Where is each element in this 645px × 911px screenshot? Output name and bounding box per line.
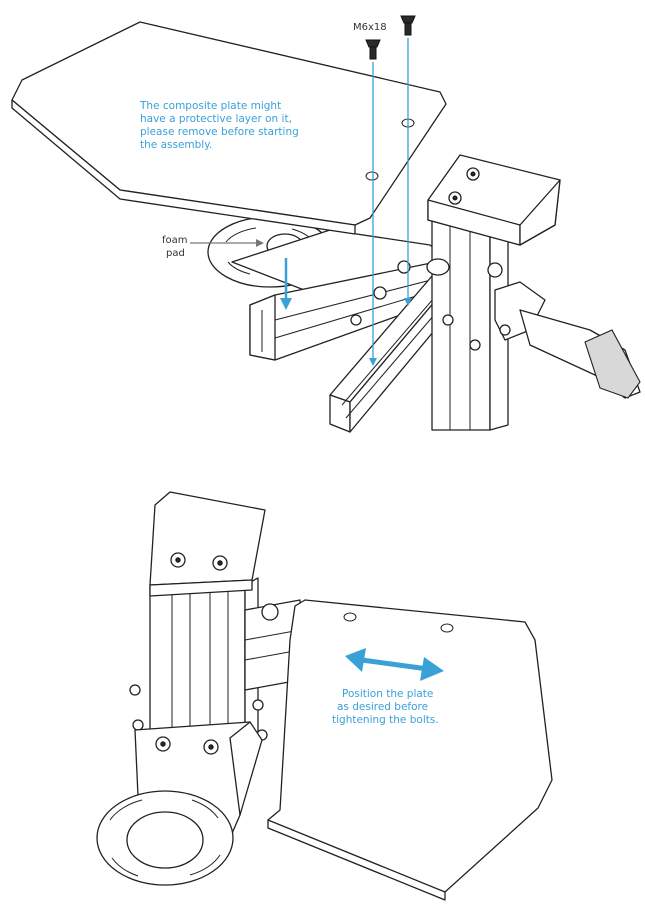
post-top-plate <box>427 154 561 246</box>
foam-label-line: pad <box>166 248 185 259</box>
screw-icon <box>400 15 416 36</box>
foam-label-line: foam <box>162 235 188 246</box>
position-note-line: Position the plate <box>342 688 433 700</box>
guide-arrowhead <box>404 298 412 306</box>
bolt-icon <box>397 260 411 274</box>
protective-note-line: please remove before starting <box>140 126 299 138</box>
position-note: Position the plate as desired before tig… <box>332 688 439 726</box>
bottom-post-top-plate <box>149 491 266 597</box>
foam-insert-arrowhead <box>280 298 292 310</box>
protective-note-line: the assembly. <box>140 139 212 151</box>
guide-arrowhead <box>369 358 377 366</box>
protective-note: The composite plate might have a protect… <box>139 100 302 151</box>
bottom-round-plate <box>96 790 234 886</box>
protective-note-line: The composite plate might <box>139 100 281 112</box>
clamp-handle <box>442 262 641 399</box>
composite-plate <box>11 21 447 235</box>
bottom-vertical-post <box>149 577 259 741</box>
bottom-composite-plate <box>267 599 553 901</box>
position-note-line: as desired before <box>337 701 428 713</box>
screw-label: M6x18 <box>353 22 387 33</box>
position-note-line: tightening the bolts. <box>332 714 439 726</box>
screw-icon <box>365 39 381 60</box>
foam-label: foam pad <box>162 235 191 259</box>
bolt-icon <box>252 699 264 711</box>
double-arrow-icon <box>345 648 444 681</box>
protective-note-line: have a protective layer on it, <box>140 113 292 125</box>
bolt-icon <box>132 719 144 731</box>
knob <box>426 258 450 276</box>
top-assembly: M6x18 The composite plate might have a p… <box>11 15 641 433</box>
foam-pointer-arrowhead <box>256 239 264 247</box>
bolt-icon <box>129 684 141 696</box>
bolt-icon <box>350 314 362 326</box>
bottom-assembly: Position the plate as desired before tig… <box>96 491 553 901</box>
bolt-icon <box>373 286 387 300</box>
